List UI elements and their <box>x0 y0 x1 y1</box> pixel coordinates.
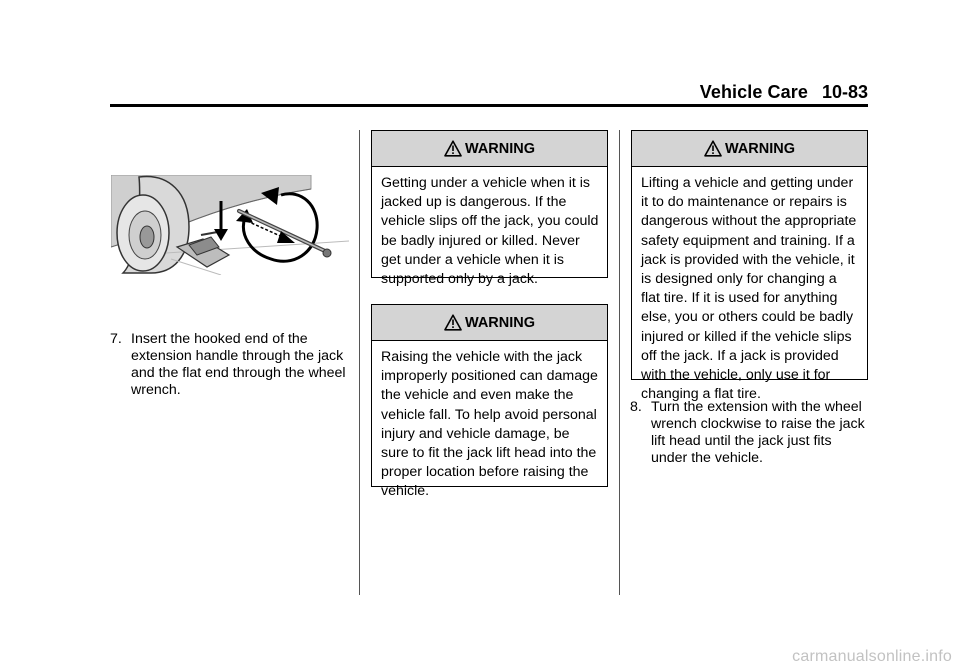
warning-title: WARNING <box>464 140 536 157</box>
warning-box: WARNING Raising the vehicle with the jac… <box>371 304 608 499</box>
warning-header: WARNING <box>632 131 867 167</box>
watermark: carmanualsonline.info <box>792 648 952 665</box>
step-text: Turn the extension with the wheel wrench… <box>651 399 865 466</box>
warning-triangle-icon <box>704 140 722 157</box>
warning-box: WARNING Getting under a vehicle when it … <box>371 130 608 287</box>
warning-body: Raising the vehicle with the jack improp… <box>381 349 598 500</box>
page-number: 10-83 <box>821 82 868 102</box>
step-7: 7. Insert the hooked end of the extensio… <box>110 331 350 399</box>
column-divider <box>619 130 620 595</box>
warning-header: WARNING <box>372 131 607 167</box>
warning-body: Getting under a vehicle when it is jacke… <box>381 175 599 288</box>
warning-title: WARNING <box>724 140 796 157</box>
page-header: Vehicle Care 10-83 <box>0 0 960 108</box>
jack-extension-illustration <box>111 175 349 275</box>
warning-body: Lifting a vehicle and getting under it t… <box>641 175 857 403</box>
warning-triangle-icon <box>444 314 462 331</box>
warning-title: WARNING <box>464 314 536 331</box>
warning-header: WARNING <box>372 305 607 341</box>
warning-triangle-icon <box>444 140 462 157</box>
column-divider <box>359 130 360 595</box>
warning-box: WARNING Lifting a vehicle and getting un… <box>631 130 868 402</box>
step-number: 7. <box>110 331 122 347</box>
header-rule <box>110 104 868 107</box>
section-title: Vehicle Care <box>699 82 808 102</box>
step-number: 8. <box>630 399 642 415</box>
step-text: Insert the hooked end of the extension h… <box>131 331 346 398</box>
step-8: 8. Turn the extension with the wheel wre… <box>630 399 870 467</box>
